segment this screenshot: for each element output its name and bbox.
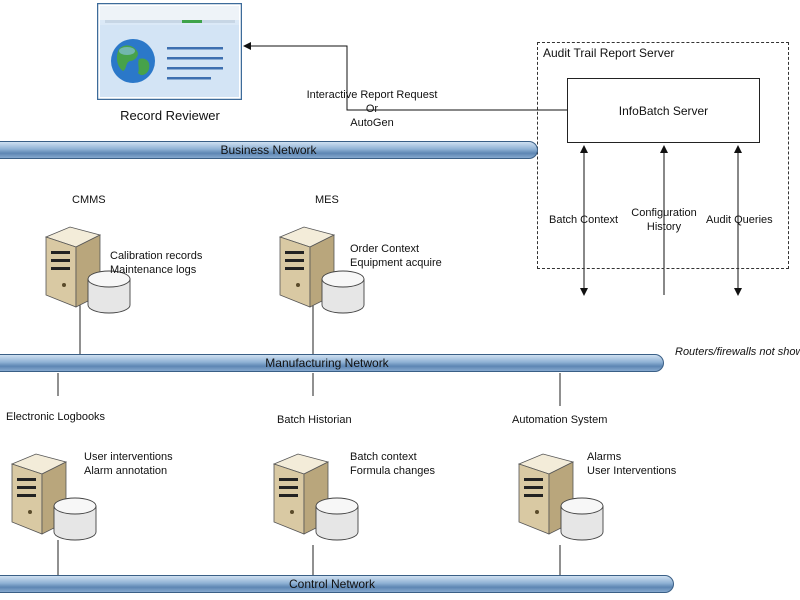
- cmms-name: CMMS: [72, 194, 106, 206]
- report-request-connector: [243, 42, 567, 111]
- server-database-icon: [276, 225, 368, 317]
- server-graphic: [10, 453, 97, 541]
- cmms-details: Calibration records Maintenance logs: [110, 249, 202, 277]
- cmms-line2: Maintenance logs: [110, 264, 197, 276]
- cmms-line1: Calibration records: [110, 250, 203, 262]
- server-database-icon: [8, 452, 100, 544]
- mes-name: MES: [315, 194, 339, 206]
- audit-queries-label: Audit Queries: [706, 214, 773, 226]
- server-database-icon: [42, 225, 134, 317]
- report-request-line1: Interactive Report Request: [306, 89, 438, 101]
- infobatch-server-label: InfoBatch Server: [618, 103, 709, 118]
- business-network-label: Business Network: [220, 143, 317, 157]
- historian-name: Batch Historian: [277, 414, 352, 426]
- monitor-globe-icon: [96, 2, 243, 101]
- report-request-line3: AutoGen: [350, 117, 394, 129]
- audit-trail-title: Audit Trail Report Server: [543, 46, 675, 60]
- report-request-line2: Or: [365, 103, 379, 115]
- mes-details: Order Context Equipment acquire: [350, 242, 442, 270]
- logbooks-name: Electronic Logbooks: [6, 411, 106, 423]
- mes-line2: Equipment acquire: [350, 257, 442, 269]
- logbooks-line1: User interventions: [84, 451, 173, 463]
- batch-context-arrowhead-bottom: [580, 288, 588, 296]
- manufacturing-network-label: Manufacturing Network: [265, 356, 389, 370]
- control-network-label: Control Network: [288, 577, 376, 591]
- business-network-bus: Business Network: [0, 141, 538, 159]
- mes-line1: Order Context: [350, 243, 420, 255]
- automation-name: Automation System: [512, 414, 608, 426]
- audit-trail-server-box: [537, 42, 789, 269]
- historian-line2: Formula changes: [350, 465, 435, 477]
- configuration-history-label: Configuration History: [628, 206, 700, 234]
- logbooks-details: User interventions Alarm annotation: [84, 450, 173, 478]
- control-network-bus: Control Network: [0, 575, 674, 593]
- automation-details: Alarms User Interventions: [587, 450, 676, 478]
- server-database-icon: [515, 452, 607, 544]
- automation-line1: Alarms: [587, 451, 622, 463]
- historian-details: Batch context Formula changes: [350, 450, 435, 478]
- audit-queries-arrowhead-top: [734, 145, 742, 153]
- batch-context-label: Batch Context: [549, 214, 619, 226]
- infobatch-server-box: InfoBatch Server: [567, 78, 760, 143]
- logbooks-line2: Alarm annotation: [84, 465, 168, 477]
- server-graphic: [517, 453, 604, 541]
- server-graphic: [44, 226, 131, 314]
- record-reviewer-label: Record Reviewer: [120, 108, 220, 123]
- routers-note: Routers/firewalls not shown: [675, 346, 800, 358]
- server-graphic: [278, 226, 365, 314]
- automation-line2: User Interventions: [587, 465, 677, 477]
- report-request-label: Interactive Report Request Or AutoGen: [300, 88, 444, 130]
- historian-line1: Batch context: [350, 451, 417, 463]
- audit-queries-arrowhead-bottom: [734, 288, 742, 296]
- server-database-icon: [270, 452, 362, 544]
- batch-context-arrowhead-top: [580, 145, 588, 153]
- history-line: History: [646, 221, 682, 233]
- configuration-line: Configuration: [631, 207, 697, 219]
- server-graphic: [272, 453, 359, 541]
- manufacturing-network-bus: Manufacturing Network: [0, 354, 664, 372]
